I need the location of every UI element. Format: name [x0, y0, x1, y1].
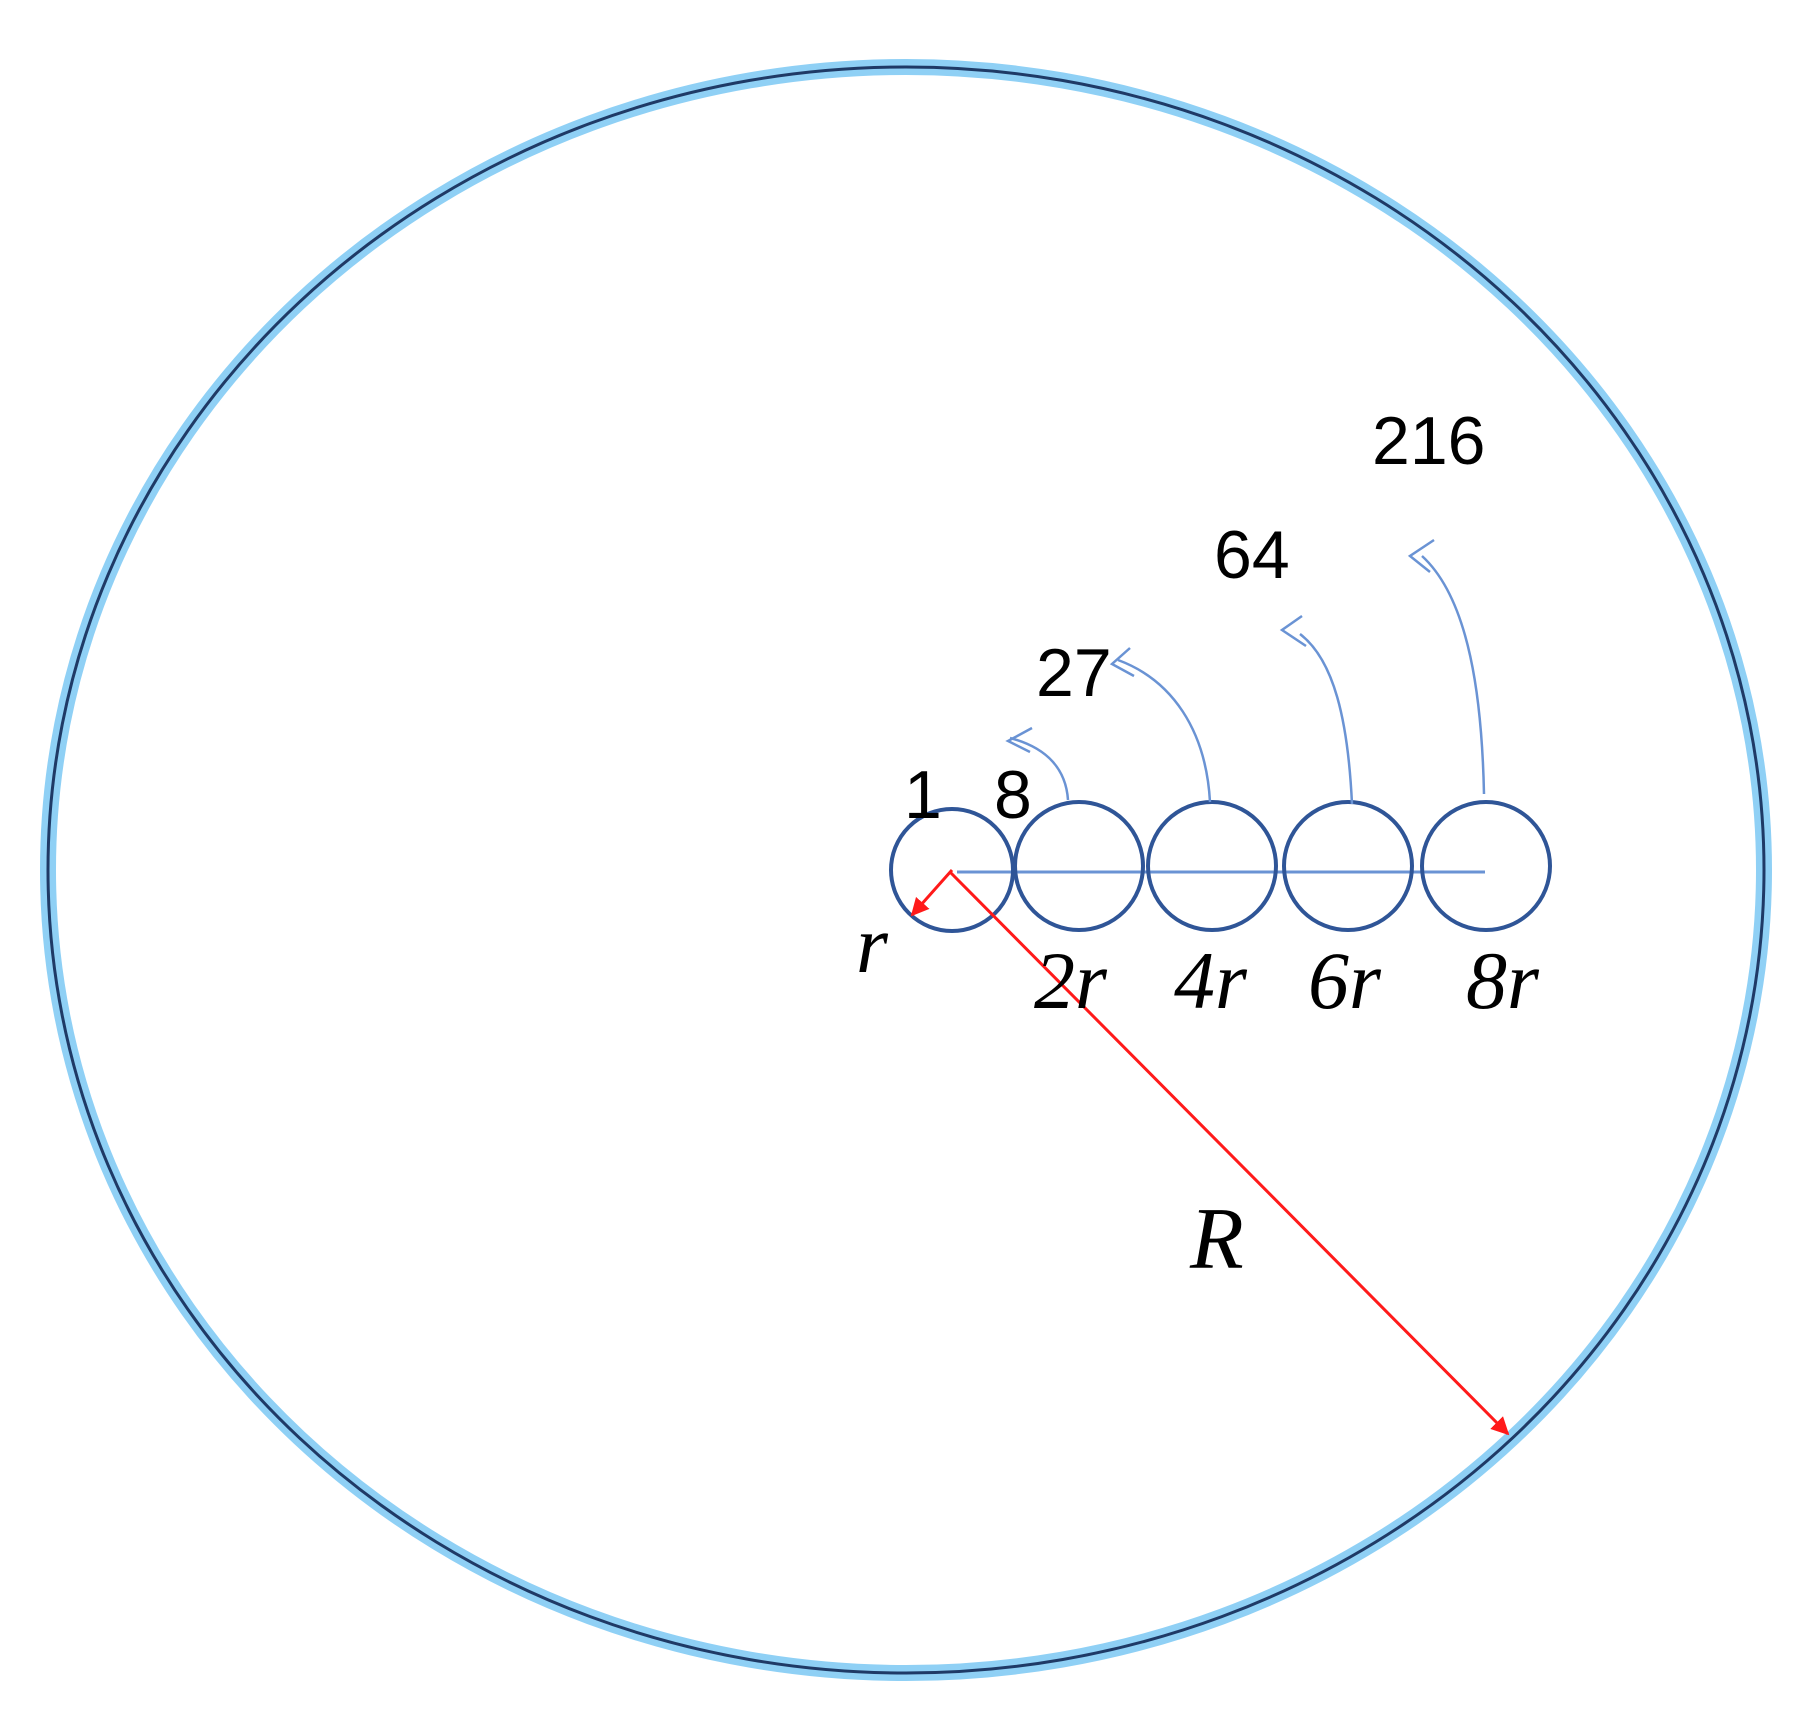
particle-circle-8r — [1420, 800, 1552, 932]
particle-circle-4r — [1146, 800, 1278, 932]
outer-circle — [46, 65, 1766, 1675]
count-label-27: 27 — [1036, 635, 1112, 711]
pointer-head-64 — [1279, 614, 1307, 648]
pointer-curve-64 — [1299, 633, 1354, 805]
big-radius-arrow — [948, 870, 1510, 1436]
radius-label-4r: 4r — [1174, 935, 1248, 1026]
particle-circle-6r — [1282, 800, 1414, 932]
pointer-head-216 — [1407, 538, 1435, 573]
radius-label-6r: 6r — [1308, 935, 1382, 1026]
pointer-head-27 — [1109, 647, 1135, 678]
count-label-1: 1 — [904, 757, 942, 833]
pointer-curve-27 — [1117, 658, 1212, 803]
count-label-216: 216 — [1372, 403, 1485, 479]
particle-circle-2r — [1013, 800, 1145, 932]
pointer-head-8 — [1005, 726, 1033, 754]
outer-radius-label: R — [1189, 1191, 1244, 1288]
radius-label-2r: 2r — [1034, 935, 1108, 1026]
particle-circle-r — [889, 807, 1015, 933]
pointer-curve-8 — [1009, 736, 1070, 801]
pointer-curve-216 — [1421, 555, 1486, 795]
radius-label-r: r — [856, 899, 889, 990]
radius-label-8r: 8r — [1466, 935, 1540, 1026]
count-label-64: 64 — [1214, 517, 1290, 593]
small-radius-arrow — [910, 869, 954, 917]
count-label-8: 8 — [994, 757, 1032, 833]
